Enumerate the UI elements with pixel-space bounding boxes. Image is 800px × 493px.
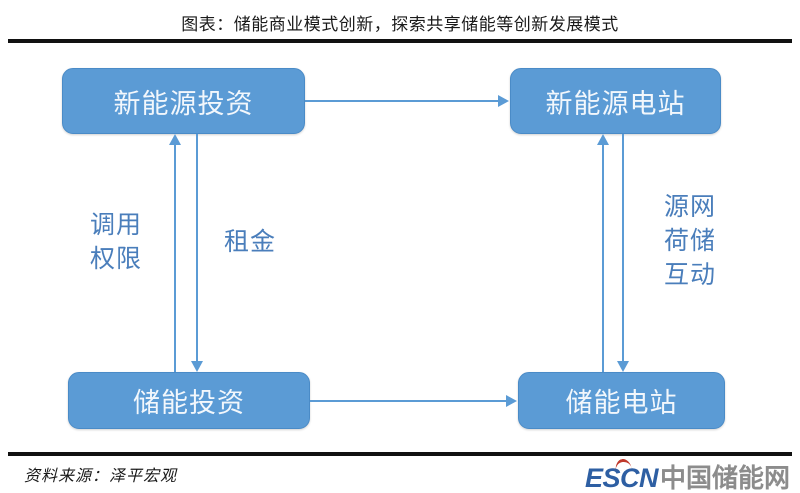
connector-bottom-horizontal	[310, 400, 506, 402]
connector-left-up	[174, 145, 176, 372]
arrow-down-icon	[191, 361, 203, 372]
logo-mark: ESCN	[584, 463, 659, 493]
node-new-energy-power-station[interactable]: 新能源电站	[510, 68, 721, 134]
source-note: 资料来源：泽平宏观	[24, 468, 178, 485]
page-title: 图表：储能商业模式创新，探索共享储能等创新发展模式	[181, 15, 619, 34]
node-label: 新能源投资	[113, 88, 254, 119]
node-label: 储能投资	[133, 388, 245, 418]
arrow-up-icon	[597, 134, 609, 145]
edge-label-rent: 租金	[223, 228, 276, 256]
edge-label-dispatch-authority: 调用 权限	[89, 211, 142, 273]
node-label: 储能电站	[565, 388, 678, 418]
connector-right-down	[622, 134, 624, 361]
footer-divider	[8, 452, 792, 456]
logo-name: 中国储能网	[659, 463, 790, 493]
connector-right-up	[602, 145, 604, 372]
connector-left-down	[196, 134, 198, 361]
arrow-right-icon	[506, 395, 517, 407]
escn-logo: ESCN 中国储能网	[584, 457, 790, 493]
arrow-right-icon	[498, 95, 509, 107]
node-new-energy-investment[interactable]: 新能源投资	[62, 68, 305, 134]
arrow-down-icon	[617, 361, 629, 372]
logo-arc-icon	[614, 457, 632, 472]
title-divider	[8, 39, 792, 43]
edge-label-source-grid-load-storage: 源网 荷储 互动	[663, 193, 716, 289]
arrow-up-icon	[169, 134, 181, 145]
node-storage-power-station[interactable]: 储能电站	[518, 372, 725, 429]
node-storage-investment[interactable]: 储能投资	[68, 372, 310, 429]
node-label: 新能源电站	[545, 88, 686, 119]
connector-top-horizontal	[305, 100, 499, 102]
